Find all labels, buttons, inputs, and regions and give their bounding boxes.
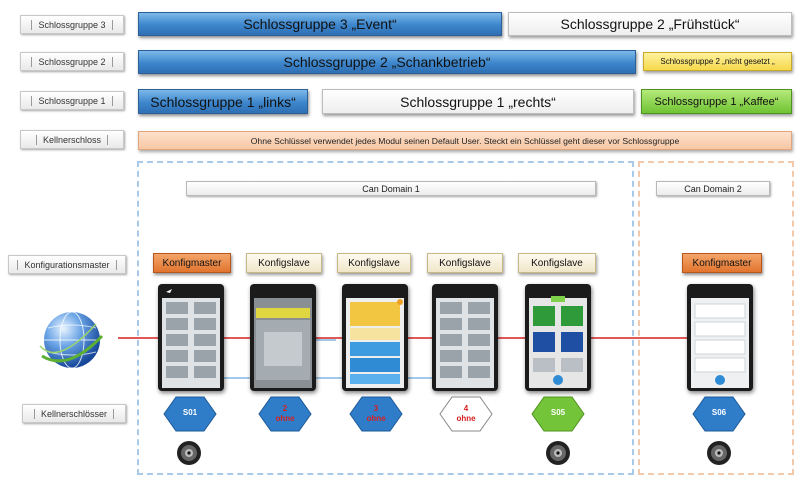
- lock-label-3-line1: 3: [373, 404, 379, 413]
- group-sg1-rechts: Schlossgruppe 1 „rechts“: [322, 89, 634, 114]
- lock-hexagon-3: 3 ohne: [349, 396, 403, 432]
- can-domain-2-area: [638, 161, 794, 475]
- row-label-kellnerschloesser: Kellnerschlösser: [22, 404, 126, 423]
- speaker-icon: [546, 441, 570, 465]
- hexagon-lock-icon: [163, 396, 217, 432]
- device-screen-1: [158, 284, 224, 391]
- globe-icon: [39, 311, 104, 369]
- lock-label-5: S05: [550, 408, 566, 417]
- device-screen-2: [250, 284, 316, 391]
- lock-label-6: S06: [711, 408, 727, 417]
- module-role-2: Konfigslave: [246, 253, 322, 273]
- group-sg2-nicht-gesetzt: Schlossgruppe 2 „nicht gesetzt „: [643, 52, 792, 71]
- row-label-konfigurationsmaster: Konfigurationsmaster: [8, 255, 126, 274]
- lock-hexagon-5: S05: [531, 396, 585, 432]
- module-role-6: Konfigmaster: [682, 253, 762, 273]
- lock-hexagon-6: S06: [692, 396, 746, 432]
- lock-label-4-line1: 4: [463, 404, 469, 413]
- group-sg3-event: Schlossgruppe 3 „Event“: [138, 12, 502, 36]
- hexagon-lock-icon: [258, 396, 312, 432]
- row-label-schlossgruppe1: Schlossgruppe 1: [20, 91, 124, 110]
- group-sg1-links: Schlossgruppe 1 „links“: [138, 89, 308, 114]
- can-domain-1-area: [137, 161, 634, 475]
- group-sg1-kaffee: Schlossgruppe 1 „Kaffee“: [641, 89, 792, 114]
- can-domain-1-label: Can Domain 1: [186, 181, 596, 196]
- can-domain-2-label: Can Domain 2: [656, 181, 770, 196]
- module-role-3: Konfigslave: [337, 253, 411, 273]
- device-screen-5: [525, 284, 591, 391]
- group-sg2-schankbetrieb: Schlossgruppe 2 „Schankbetrieb“: [138, 50, 636, 74]
- lock-label-3-line2: ohne: [366, 414, 386, 423]
- device-screen-6: [687, 284, 753, 391]
- device-screen-3: [342, 284, 408, 391]
- lock-hexagon-1: S01: [163, 396, 217, 432]
- lock-label-2-line1: 2: [282, 404, 288, 413]
- lock-label-1: S01: [182, 408, 198, 417]
- speaker-icon: [177, 441, 201, 465]
- lock-hexagon-2: 2 ohne: [258, 396, 312, 432]
- row-label-schlossgruppe3: Schlossgruppe 3: [20, 15, 124, 34]
- kellnerschloss-note: Ohne Schlüssel verwendet jedes Modul sei…: [138, 131, 792, 150]
- hexagon-lock-icon: [531, 396, 585, 432]
- group-sg2-fruehstueck: Schlossgruppe 2 „Frühstück“: [508, 12, 792, 36]
- lock-label-4-line2: ohne: [456, 414, 476, 423]
- module-role-5: Konfigslave: [518, 253, 596, 273]
- row-label-schlossgruppe2: Schlossgruppe 2: [20, 52, 124, 71]
- lock-label-2-line2: ohne: [275, 414, 295, 423]
- module-role-4: Konfigslave: [427, 253, 503, 273]
- hexagon-lock-icon: [349, 396, 403, 432]
- speaker-icon: [707, 441, 731, 465]
- row-label-kellnerschloss: Kellnerschloss: [20, 130, 124, 149]
- lock-hexagon-4: 4 ohne: [439, 396, 493, 432]
- module-role-1: Konfigmaster: [153, 253, 231, 273]
- hexagon-lock-icon: [439, 396, 493, 432]
- hexagon-lock-icon: [692, 396, 746, 432]
- device-screen-4: [432, 284, 498, 391]
